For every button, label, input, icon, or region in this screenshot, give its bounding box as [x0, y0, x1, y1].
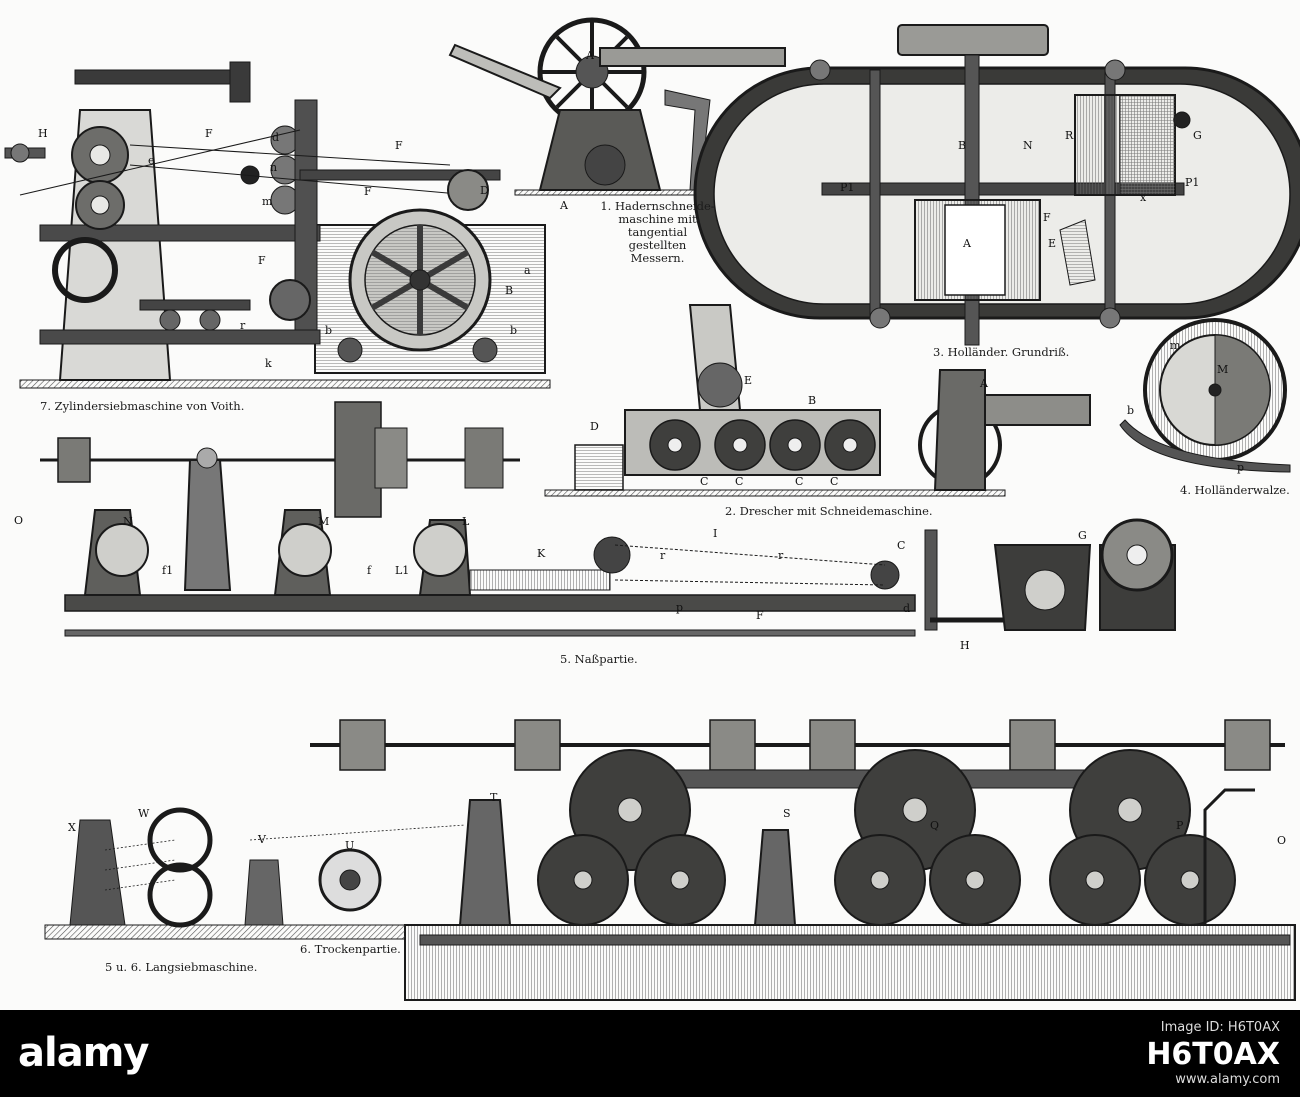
caption-fig6: 6. Trockenpartie. — [300, 942, 401, 956]
label-4-m: m — [1170, 339, 1181, 352]
label-4-p: p — [1237, 461, 1245, 474]
label-1-A1: A — [586, 49, 594, 62]
caption-fig2: 2. Drescher mit Schneidemaschine. — [725, 504, 933, 518]
label-7-m: m — [262, 195, 273, 208]
label-5-f1: f1 — [162, 564, 174, 577]
label-6-O: O — [1277, 834, 1287, 847]
fig7-cylinder-machine — [4, 61, 551, 389]
label-2-C4: C — [830, 475, 839, 488]
label-1-A2: A — [560, 199, 568, 212]
label-3-N: N — [1023, 139, 1033, 152]
label-6-S: S — [783, 807, 791, 820]
label-7-F3: F — [364, 185, 372, 198]
label-7-k: k — [265, 357, 272, 370]
label-2-E: E — [744, 374, 753, 387]
image-id-label: Image ID: H6T0AX — [1160, 1020, 1280, 1035]
fig2-thresher — [544, 304, 1091, 497]
caption-fig7: 7. Zylindersiebmaschine von Voith. — [40, 399, 245, 413]
label-6-P: P — [1176, 819, 1184, 832]
alamy-logo[interactable]: alamy — [18, 1030, 149, 1076]
fig5-wet-end — [40, 401, 1176, 637]
label-5-K: K — [537, 547, 546, 560]
image-id-value: H6T0AX — [1146, 1037, 1280, 1072]
label-5-M: M — [318, 515, 330, 528]
label-2-C3: C — [795, 475, 804, 488]
label-7-F2: F — [395, 139, 403, 152]
label-7-F4: F — [258, 254, 266, 267]
label-7-d: d — [272, 131, 280, 144]
label-5-C: C — [897, 539, 906, 552]
label-5-L1: L1 — [395, 564, 410, 577]
label-2-C2: C — [735, 475, 744, 488]
label-5-F: F — [756, 609, 764, 622]
label-7-a: a — [524, 264, 531, 277]
label-7-b2: b — [510, 324, 518, 337]
label-3-G: G — [1193, 129, 1202, 142]
label-3-F: F — [1043, 211, 1051, 224]
label-3-P1b: P1 — [1185, 176, 1200, 189]
label-7-r: r — [240, 319, 246, 332]
image-id-block: Image ID: H6T0AX H6T0AX www.alamy.com — [1146, 1020, 1280, 1087]
label-5-O: O — [14, 514, 24, 527]
label-5-r1: r — [660, 549, 666, 562]
label-2-C1: C — [700, 475, 709, 488]
label-7-b1: b — [325, 324, 333, 337]
fig4-hollander-roll — [1119, 318, 1291, 473]
label-5-G: G — [1078, 529, 1087, 542]
label-5-H: H — [960, 639, 970, 652]
label-2-D: D — [590, 420, 599, 433]
label-4-b: b — [1127, 404, 1135, 417]
paper-machine-engraving — [4, 17, 1300, 1001]
label-5-d: d — [903, 602, 911, 615]
label-5-N: N — [123, 515, 133, 528]
label-6-T: T — [490, 791, 498, 804]
label-7-B: B — [505, 284, 514, 297]
label-3-B: B — [958, 139, 967, 152]
label-6-W: W — [138, 807, 150, 820]
caption-fig4: 4. Holländerwalze. — [1180, 483, 1290, 497]
label-6-V: V — [258, 833, 266, 846]
label-7-D: D — [480, 184, 489, 197]
label-4-M: M — [1217, 363, 1229, 376]
label-7-F1: F — [205, 127, 213, 140]
label-3-P1a: P1 — [840, 181, 855, 194]
caption-fig56: 5 u. 6. Langsiebmaschine. — [105, 960, 258, 974]
label-6-U: U — [345, 839, 355, 852]
caption-fig1: 1. Hadernschneide-maschine mit tangentia… — [600, 199, 715, 265]
label-5-p: p — [676, 601, 684, 614]
label-3-A: A — [963, 237, 971, 250]
label-6-Q: Q — [930, 819, 940, 832]
caption-fig5: 5. Naßpartie. — [560, 652, 638, 666]
fig6-dry-end — [44, 719, 1296, 1001]
fig3-hollander-plan — [693, 24, 1300, 346]
site-url[interactable]: www.alamy.com — [1175, 1072, 1280, 1087]
label-3-R: R — [1065, 129, 1074, 142]
label-5-L: L — [462, 515, 470, 528]
label-6-X: X — [68, 821, 76, 834]
caption-fig3: 3. Holländer. Grundriß. — [933, 345, 1070, 359]
label-7-H: H — [38, 127, 48, 140]
label-5-r2: r — [778, 549, 784, 562]
label-7-e: e — [148, 154, 155, 167]
label-2-B: B — [808, 394, 817, 407]
label-3-E: E — [1048, 237, 1057, 250]
label-2-A: A — [980, 377, 988, 390]
label-5-I: I — [713, 527, 718, 540]
label-7-n: n — [270, 161, 278, 174]
stock-footer-bar: alamy Image ID: H6T0AX H6T0AX www.alamy.… — [0, 1010, 1300, 1097]
label-5-f: f — [367, 564, 372, 577]
label-3-x: x — [1140, 191, 1147, 204]
